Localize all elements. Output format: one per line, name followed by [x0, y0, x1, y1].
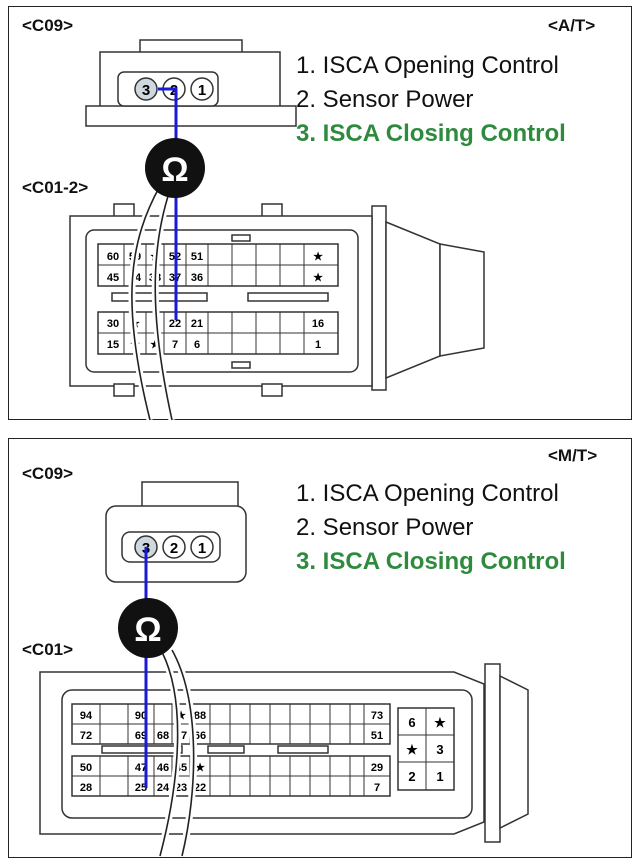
pin-2: 2 — [408, 769, 415, 784]
pin-47: 47 — [135, 762, 147, 774]
pin-6: 6 — [408, 715, 415, 730]
c09-connector-top — [85, 39, 297, 127]
legend-item-1: 1. ISCA Opening Control — [296, 52, 559, 79]
pin-3: 3 — [436, 742, 443, 757]
pin-88: 88 — [194, 710, 206, 722]
pin-star: ★ — [406, 742, 418, 757]
pin-star: ★ — [434, 715, 446, 730]
legend-item-1-bottom: 1. ISCA Opening Control — [296, 480, 559, 507]
pin-28: 28 — [80, 782, 92, 794]
pin-star: ★ — [313, 251, 323, 263]
c09-pin-2-bottom: 2 — [170, 540, 178, 557]
legend-item-2-bottom: 2. Sensor Power — [296, 514, 474, 541]
pin-72: 72 — [80, 730, 92, 742]
c01-side-pins: 6 ★ ★ 3 2 1 — [406, 715, 446, 784]
c012-label: <C01-2> — [22, 178, 89, 197]
pin-16: 16 — [312, 318, 324, 330]
c012-grid-lines — [98, 244, 338, 354]
ohm-symbol-bottom: Ω — [134, 611, 161, 649]
pin-23: 23 — [175, 782, 187, 794]
pin-69: 69 — [135, 730, 147, 742]
c09-pin-1-bottom: 1 — [198, 540, 206, 557]
pin-star: ★ — [195, 762, 205, 774]
pin-1: 1 — [436, 769, 443, 784]
pin-star: ★ — [150, 339, 160, 351]
ohm-symbol-top: Ω — [161, 151, 188, 189]
pin-21: 21 — [191, 318, 203, 330]
pin-50: 50 — [80, 762, 92, 774]
pin-60: 60 — [107, 251, 119, 263]
pin-7: 7 — [374, 782, 380, 794]
variant-label-at: <A/T> — [548, 16, 596, 35]
pin-73: 73 — [371, 710, 383, 722]
variant-label-mt: <M/T> — [548, 446, 598, 465]
pin-90: 90 — [135, 710, 147, 722]
c01-label: <C01> — [22, 640, 74, 659]
pin-22: 22 — [194, 782, 206, 794]
c01-lower-pins: 50 47 46 45 ★ 29 28 25 24 23 22 7 — [80, 762, 383, 794]
pin-29: 29 — [371, 762, 383, 774]
pin-6: 6 — [194, 339, 200, 351]
c01-upper-pins: 94 90 ★ 88 73 72 69 68 67 66 51 — [80, 710, 383, 742]
pin-15: 15 — [107, 339, 119, 351]
legend-item-3: 3. ISCA Closing Control — [296, 120, 566, 147]
pin-7: 7 — [172, 339, 178, 351]
c09-label-bottom: <C09> — [22, 464, 74, 483]
pin-25: 25 — [135, 782, 147, 794]
pin-30: 30 — [107, 318, 119, 330]
pin-star: ★ — [313, 272, 323, 284]
pin-66: 66 — [194, 730, 206, 742]
panel-manual — [8, 438, 632, 858]
legend-item-2: 2. Sensor Power — [296, 86, 474, 113]
pin-46: 46 — [157, 762, 169, 774]
pin-22: 22 — [169, 318, 181, 330]
c09-pin-1-top: 1 — [198, 82, 206, 99]
c09-pin-3-top: 3 — [142, 82, 150, 99]
c01-grid-lines — [72, 704, 454, 796]
pin-45: 45 — [107, 272, 119, 284]
pin-51: 51 — [191, 251, 203, 263]
pin-51: 51 — [371, 730, 383, 742]
pin-94: 94 — [80, 710, 93, 722]
legend-item-3-bottom: 3. ISCA Closing Control — [296, 548, 566, 575]
pin-24: 24 — [157, 782, 170, 794]
pin-36: 36 — [191, 272, 203, 284]
pin-68: 68 — [157, 730, 169, 742]
ohmmeter-icon-top — [145, 138, 205, 198]
c09-label-top: <C09> — [22, 16, 74, 35]
pin-star: ★ — [176, 710, 186, 722]
ohmmeter-icon-bottom — [118, 598, 178, 658]
pin-1: 1 — [315, 339, 321, 351]
probe-wire-top — [158, 87, 178, 320]
